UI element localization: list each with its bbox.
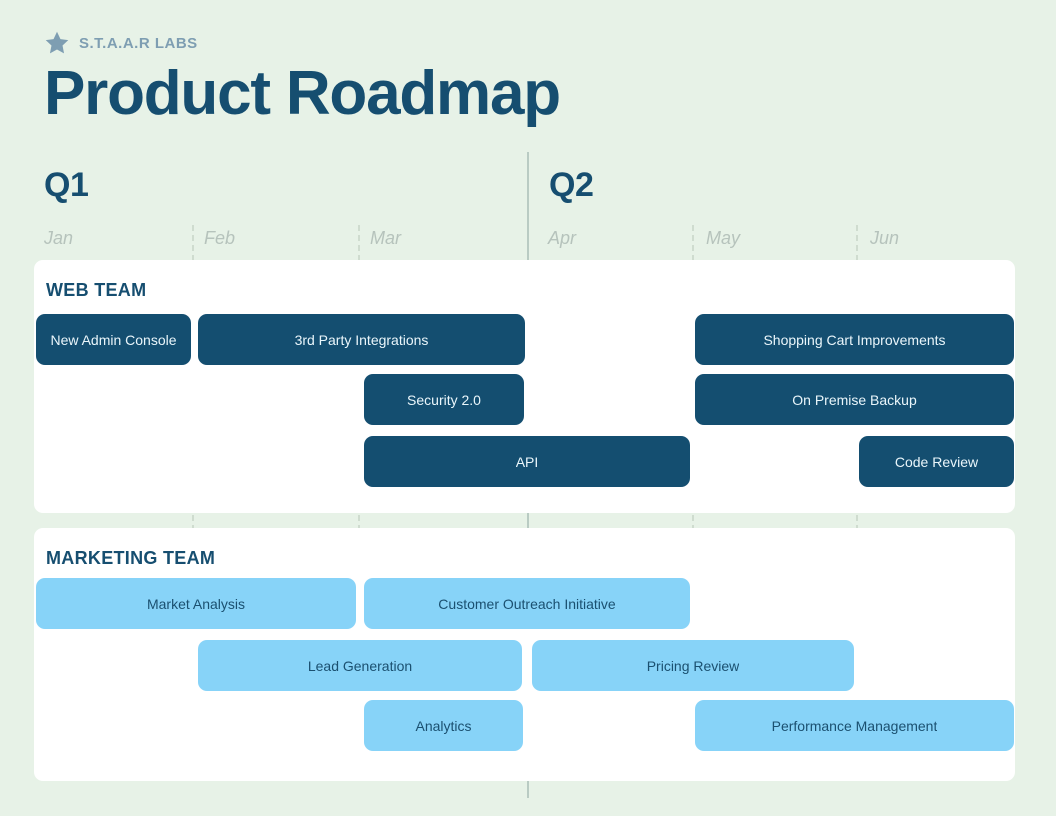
task-label: On Premise Backup: [792, 391, 917, 408]
month-label-feb: Feb: [204, 228, 236, 248]
page-title: Product Roadmap: [44, 59, 561, 128]
task-label: 3rd Party Integrations: [294, 331, 429, 348]
task-bar[interactable]: Pricing Review: [532, 640, 854, 691]
team-title: WEB TEAM: [46, 280, 147, 300]
task-label: Shopping Cart Improvements: [763, 331, 946, 348]
task-bar[interactable]: Analytics: [364, 700, 523, 751]
task-label: Code Review: [894, 453, 979, 470]
task-bar[interactable]: API: [364, 436, 690, 487]
task-label: Customer Outreach Initiative: [438, 595, 616, 612]
team-title: MARKETING TEAM: [46, 548, 216, 568]
quarter-label-q1: Q1: [44, 166, 89, 204]
task-label: Market Analysis: [146, 595, 246, 612]
task-bar[interactable]: Performance Management: [695, 700, 1014, 751]
task-label: New Admin Console: [50, 331, 177, 348]
quarter-label-q2: Q2: [549, 166, 594, 204]
month-label-may: May: [706, 228, 741, 248]
brand-name: S.T.A.A.R LABS: [79, 34, 198, 52]
task-label: API: [515, 453, 539, 470]
task-bar[interactable]: Customer Outreach Initiative: [364, 578, 690, 629]
task-label: Pricing Review: [646, 657, 740, 674]
task-bar[interactable]: Shopping Cart Improvements: [695, 314, 1014, 365]
month-label-jun: Jun: [870, 228, 900, 248]
month-label-mar: Mar: [370, 228, 401, 248]
month-label-apr: Apr: [548, 228, 577, 248]
task-bar[interactable]: On Premise Backup: [695, 374, 1014, 425]
task-bar[interactable]: New Admin Console: [36, 314, 191, 365]
task-label: Lead Generation: [307, 657, 413, 674]
month-label-jan: Jan: [44, 228, 74, 248]
task-label: Security 2.0: [407, 391, 481, 408]
task-bar[interactable]: Security 2.0: [364, 374, 524, 425]
task-label: Analytics: [415, 717, 472, 734]
task-bar[interactable]: Market Analysis: [36, 578, 356, 629]
task-bar[interactable]: Lead Generation: [198, 640, 522, 691]
star-icon: [45, 31, 69, 54]
task-bar[interactable]: 3rd Party Integrations: [198, 314, 525, 365]
task-label: Performance Management: [771, 717, 938, 734]
brand-logo: S.T.A.A.R LABS: [44, 30, 198, 56]
task-bar[interactable]: Code Review: [859, 436, 1014, 487]
